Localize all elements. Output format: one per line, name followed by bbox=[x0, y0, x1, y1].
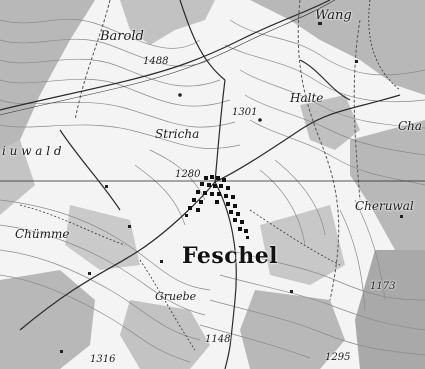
label-halte: Halte bbox=[290, 91, 324, 105]
label-wang: Wang bbox=[315, 8, 352, 23]
roads bbox=[0, 0, 401, 369]
label-walde: i u w a l d bbox=[2, 144, 62, 158]
label-elevation-1488: 1488 bbox=[143, 56, 169, 67]
scattered-houses bbox=[60, 22, 403, 353]
label-feschel: Feschel bbox=[182, 243, 279, 269]
footpaths bbox=[19, 0, 401, 351]
label-chumme: Chümme bbox=[15, 227, 70, 241]
label-gruebe: Gruebe bbox=[155, 290, 197, 303]
label-elevation-1173: 1173 bbox=[370, 281, 396, 292]
label-elevation-1301: 1301 bbox=[232, 107, 258, 118]
label-elevation-1316: 1316 bbox=[90, 354, 116, 365]
label-cha: Cha bbox=[398, 119, 423, 133]
label-elevation-1148: 1148 bbox=[205, 334, 231, 345]
label-cheruwal: Cheruwal bbox=[355, 199, 414, 213]
label-stricha: Stricha bbox=[155, 127, 200, 141]
label-elevation-1295: 1295 bbox=[325, 352, 351, 363]
village-buildings bbox=[185, 175, 249, 239]
streams bbox=[74, 0, 361, 301]
label-barold: Barold bbox=[100, 29, 144, 44]
label-elevation-1280: 1280 bbox=[175, 169, 201, 180]
